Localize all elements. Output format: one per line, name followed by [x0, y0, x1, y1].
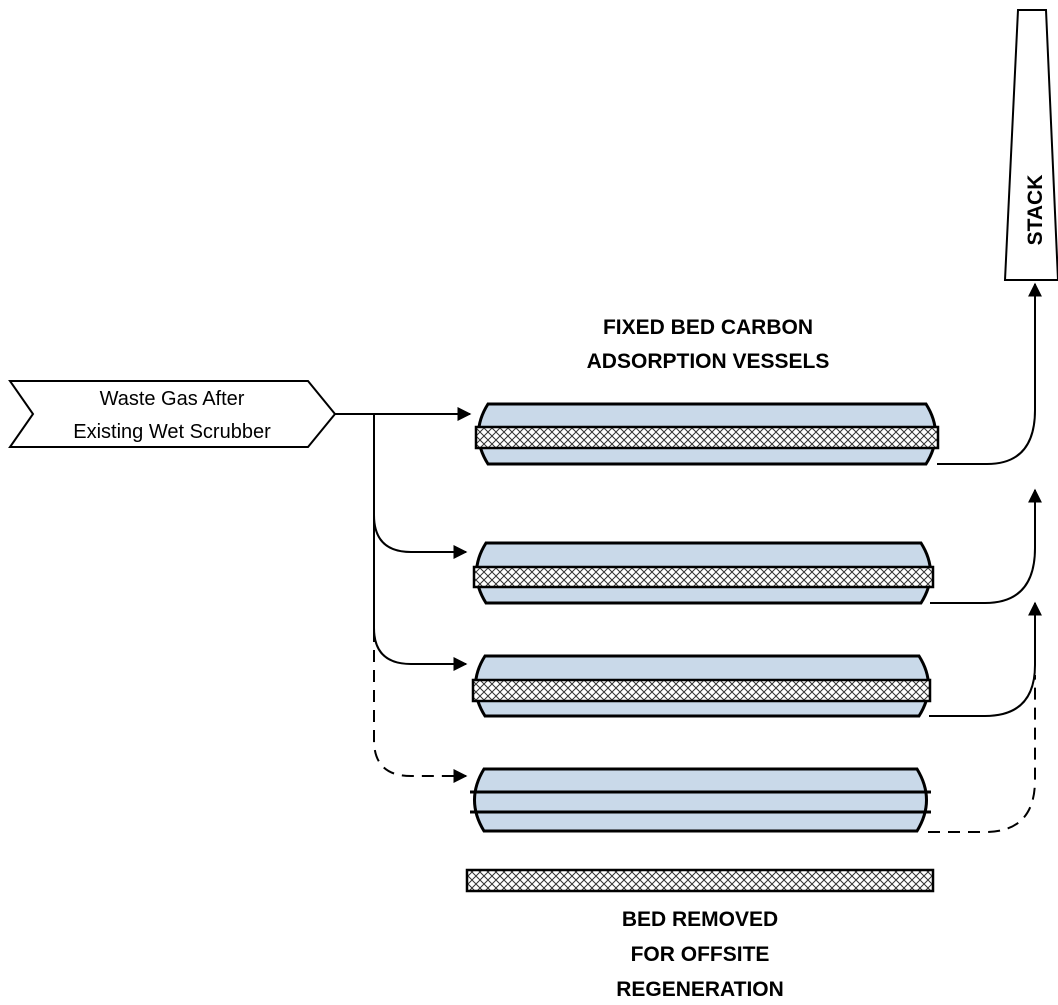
vessel-3: [471, 654, 932, 718]
removed-bed-label-line2: FOR OFFSITE: [631, 943, 770, 966]
outlet-vessel-2: [930, 488, 1042, 604]
vessels-title-line2: ADSORPTION VESSELS: [587, 350, 830, 373]
inlet-label-line2: Existing Wet Scrubber: [73, 421, 271, 443]
stack-label: STACK: [1024, 175, 1047, 246]
vessel-1: [474, 402, 940, 466]
vessel-2-carbon-bed: [472, 565, 935, 589]
outlet-vessel-3: [929, 603, 1036, 717]
branch-vessel-2: [373, 514, 468, 559]
vessel-4-body: [473, 767, 928, 833]
inlet-chevron-shape: [8, 380, 337, 448]
branch-vessel-3: [373, 627, 468, 671]
vessel-2: [472, 541, 935, 605]
removed-bed-label-line1: BED REMOVED: [622, 908, 778, 931]
removed-bed-label-line3: REGENERATION: [616, 978, 784, 1001]
vessel-4-empty: [470, 767, 931, 833]
outlet-vessel-4-dashed: [928, 675, 1036, 833]
inlet-label-line1: Waste Gas After: [100, 388, 245, 410]
removed-carbon-bed: [465, 868, 935, 893]
vessel-1-carbon-bed: [474, 425, 940, 450]
outlet-vessel-1: [937, 282, 1042, 465]
vessels-title-line1: FIXED BED CARBON: [603, 316, 813, 339]
vessel-3-carbon-bed: [471, 678, 932, 703]
stack-shape: [1003, 9, 1058, 281]
inlet-source: Waste Gas After Existing Wet Scrubber: [8, 380, 337, 448]
stack: STACK: [1003, 9, 1058, 281]
branch-vessel-4-dashed: [373, 630, 468, 783]
